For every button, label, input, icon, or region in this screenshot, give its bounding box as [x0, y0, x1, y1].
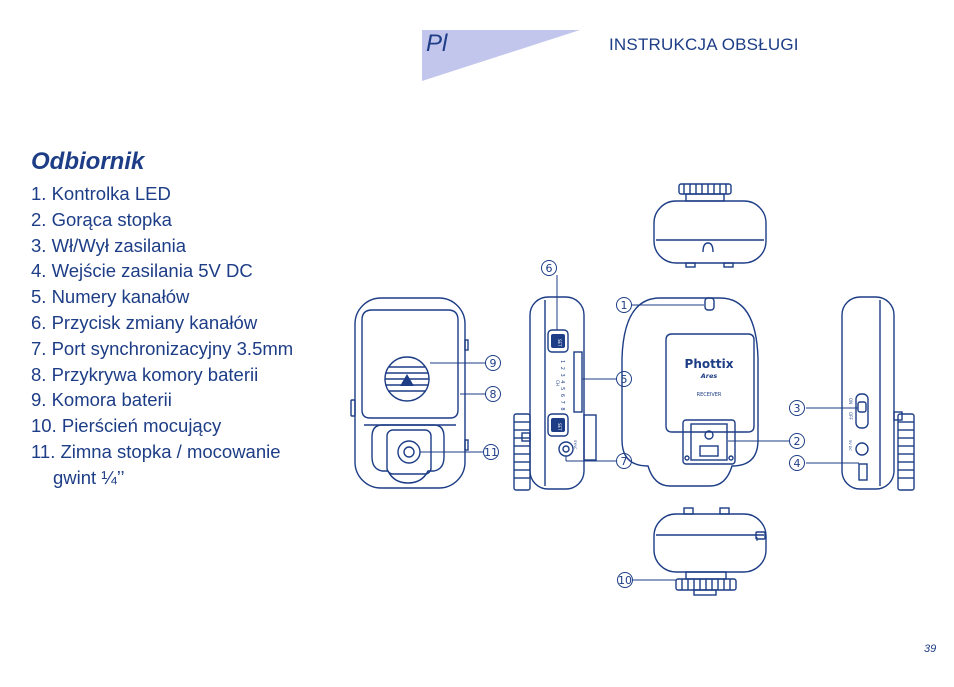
list-item: 1. Kontrolka LED [31, 183, 171, 204]
callout-10: 10 [618, 574, 632, 587]
brand-logo: Phottix [685, 357, 734, 371]
receiver-back-view [350, 297, 469, 489]
receiver-top-view [653, 183, 767, 268]
device-label: RECEIVER [697, 392, 722, 398]
callout-9: 9 [490, 357, 497, 370]
callout-2: 2 [794, 435, 801, 448]
power-label: ON [848, 398, 853, 404]
receiver-front-view [621, 297, 759, 487]
list-item-continuation: gwint ¼’’ [53, 466, 125, 488]
callout-1: 1 [621, 299, 628, 312]
list-item: 5. Numery kanałów [31, 286, 190, 308]
list-item: 3. Wł/Wył zasilania [31, 234, 187, 256]
callout-4: 4 [794, 457, 801, 470]
dc-label: 5V DC [848, 440, 852, 451]
section-title: Odbiornik [31, 148, 145, 175]
header-title: INSTRUKCJA OBSŁUGI [609, 35, 799, 54]
receiver-bottom-view [653, 507, 767, 596]
callout-3: 3 [794, 402, 801, 415]
model-name: Ares [700, 372, 718, 380]
list-item: 4. Wejście zasilania 5V DC [31, 260, 253, 282]
list-item: 11. Zimna stopka / mocowanie gwint ¼’’ [31, 439, 293, 491]
list-item: 9. Komora baterii [31, 389, 172, 411]
arrow-icon [400, 374, 414, 386]
callout-5: 5 [621, 373, 628, 386]
power-label: OFF [848, 412, 853, 420]
callout-8: 8 [490, 388, 497, 401]
language-tab [422, 30, 580, 81]
list-item: 8. Przykrywa komory baterii [31, 363, 259, 385]
button-label: SET [557, 423, 562, 431]
list-item: 7. Port synchronizacyjny 3.5mm [31, 337, 294, 359]
callout-7: 7 [621, 455, 628, 468]
language-code: Pl [426, 30, 448, 57]
channel-label: CH [555, 380, 560, 386]
page-number: 39 [924, 643, 937, 655]
button-label: SET [557, 339, 562, 347]
sync-label: SYNC [573, 440, 577, 450]
callout-circles [483, 260, 805, 588]
list-item-line: 11. Zimna stopka / mocowanie [31, 440, 281, 462]
receiver-right-side-view [841, 296, 915, 491]
channel-digits: 1 2 3 4 5 6 7 8 [559, 360, 565, 412]
callout-6: 6 [546, 262, 553, 275]
callout-11: 11 [484, 446, 498, 459]
list-item: 6. Przycisk zmiany kanałów [31, 311, 258, 333]
list-item: 2. Gorąca stopka [31, 208, 172, 230]
list-item: 10. Pierścień mocujący [31, 415, 222, 437]
parts-list: 1. Kontrolka LED 2. Gorąca stopka 3. Wł/… [31, 181, 293, 491]
callout-leader-lines [420, 275, 859, 581]
